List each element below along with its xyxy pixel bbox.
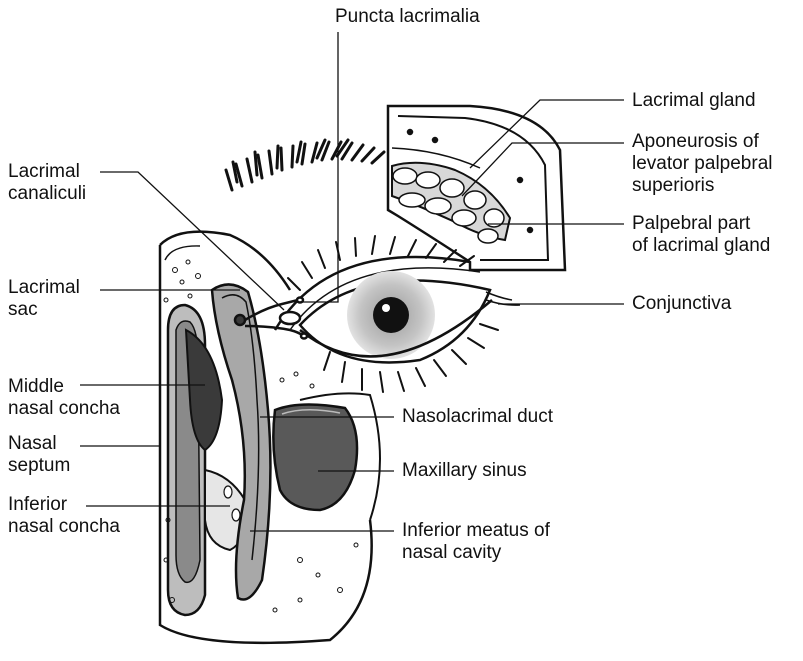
- label-nasal-septum: Nasal septum: [8, 433, 70, 477]
- leader-puncta: [300, 32, 338, 302]
- lacrimal-sac-and-duct: [212, 284, 270, 599]
- leader-canaliculi: [100, 172, 284, 310]
- label-maxillary-sinus: Maxillary sinus: [402, 460, 527, 482]
- label-nasolacrimal-duct: Nasolacrimal duct: [402, 406, 553, 428]
- label-lacrimal-canaliculi: Lacrimal canaliculi: [8, 161, 86, 205]
- label-palpebral-part: Palpebral part of lacrimal gland: [632, 213, 770, 257]
- eyebrow: [226, 140, 384, 190]
- lacrimal-gland-section: [388, 106, 565, 270]
- label-lacrimal-sac: Lacrimal sac: [8, 277, 80, 321]
- pupil: [373, 297, 409, 333]
- label-puncta-lacrimalia: Puncta lacrimalia: [335, 6, 480, 28]
- maxillary-sinus: [273, 404, 357, 510]
- label-inferior-meatus: Inferior meatus of nasal cavity: [402, 520, 550, 564]
- label-middle-nasal-concha: Middle nasal concha: [8, 376, 120, 420]
- label-inferior-nasal-concha: Inferior nasal concha: [8, 494, 120, 538]
- conjunctiva-lines: [486, 292, 520, 305]
- label-lacrimal-gland: Lacrimal gland: [632, 90, 756, 112]
- label-conjunctiva: Conjunctiva: [632, 293, 731, 315]
- label-aponeurosis: Aponeurosis of levator palpebral superio…: [632, 131, 772, 197]
